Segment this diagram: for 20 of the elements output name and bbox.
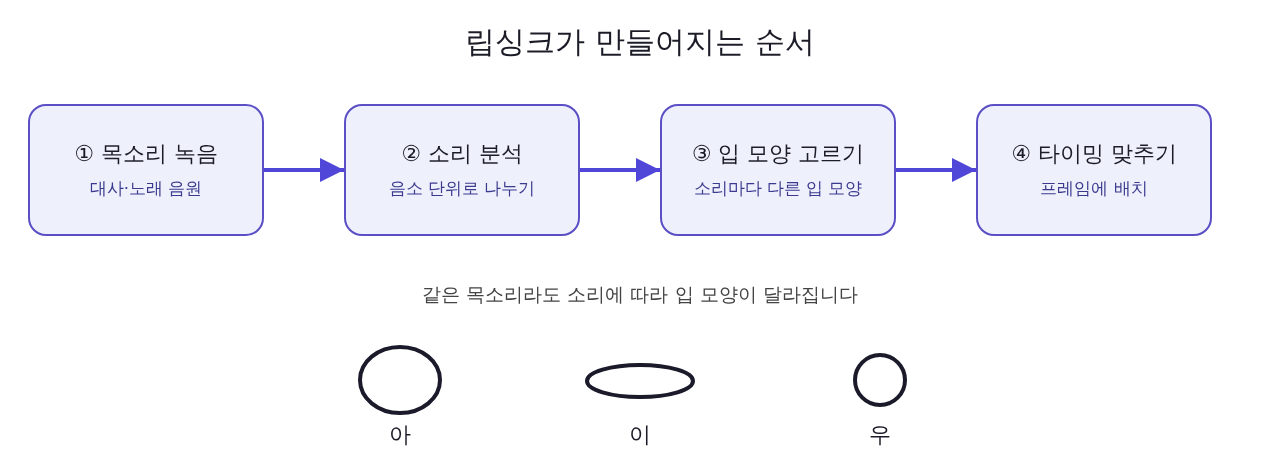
process-box	[344, 104, 580, 236]
step-description: 소리마다 다른 입 모양	[693, 178, 863, 200]
arrow	[580, 158, 660, 182]
arrow	[896, 158, 976, 182]
step-description: 음소 단위로 나누기	[388, 178, 536, 200]
step-title: ③ 입 모양 고르기	[691, 140, 865, 168]
vowel-label: 아	[389, 421, 411, 449]
vowel-label: 우	[869, 421, 891, 449]
vowel-label: 이	[629, 421, 651, 449]
process-box	[660, 104, 896, 236]
diagram-title: 립싱크가 만들어지는 순서	[464, 23, 816, 61]
process-box	[976, 104, 1212, 236]
step-title: ④ 타이밍 맞추기	[1011, 140, 1177, 168]
step-description: 프레임에 배치	[1040, 178, 1148, 200]
step-title: ① 목소리 녹음	[74, 140, 218, 168]
step-description: 대사·노래 음원	[89, 178, 203, 200]
process-box	[28, 104, 264, 236]
note-text: 같은 목소리라도 소리에 따라 입 모양이 달라집니다	[422, 282, 858, 307]
step-title: ② 소리 분석	[401, 140, 523, 168]
arrow	[264, 158, 344, 182]
